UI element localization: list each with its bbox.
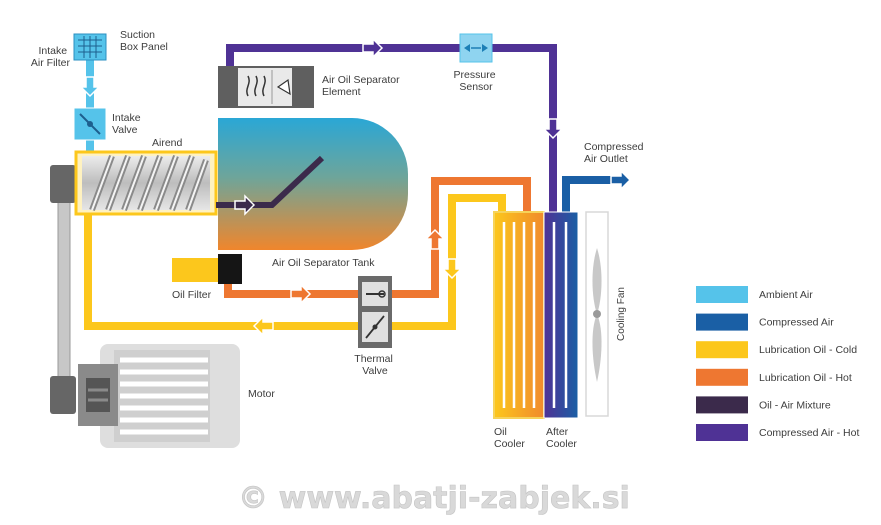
label-airend: Airend (152, 137, 183, 149)
flow-arrow-intake (79, 76, 101, 98)
intake-valve-icon (73, 107, 107, 141)
label-air-oil-separator-element: Air Oil Separator Element (322, 74, 403, 98)
legend-label: Compressed Air (759, 317, 834, 329)
air-oil-separator-element-icon (218, 66, 314, 108)
legend-swatch (696, 341, 748, 359)
label-oil-filter: Oil Filter (172, 289, 212, 301)
legend-swatch (696, 313, 748, 331)
legend-item: Lubrication Oil - Cold (696, 341, 857, 359)
flow-arrow-hot-oil (290, 283, 312, 305)
thermal-valve-icon (358, 276, 392, 348)
legend-label: Compressed Air - Hot (759, 427, 859, 439)
pipe-compressed-air (562, 176, 612, 215)
flow-arrow-cold-oil-left (252, 315, 274, 337)
airend-icon (74, 150, 218, 216)
motor-icon (78, 344, 240, 448)
label-motor: Motor (248, 388, 275, 400)
pressure-sensor-icon (459, 33, 493, 63)
watermark: © www.abatji-zabjek.si (238, 481, 630, 516)
lower-pulley (50, 376, 76, 414)
after-cooler-icon (543, 211, 579, 419)
legend-item: Ambient Air (696, 286, 813, 303)
flow-arrow-cold-oil-down (441, 258, 463, 280)
legend-item: Lubrication Oil - Hot (696, 368, 852, 386)
label-pressure-sensor: Pressure Sensor (454, 69, 499, 93)
legend-item: Compressed Air (696, 313, 834, 331)
legend-swatch (696, 368, 748, 386)
flow-arrow-outlet (610, 169, 632, 191)
label-intake-air-filter: Intake Air Filter (31, 45, 71, 69)
flow-arrow-down-right (542, 118, 564, 140)
label-air-oil-separator-tank: Air Oil Separator Tank (272, 257, 375, 269)
label-suction-box-panel: Suction Box Panel (120, 29, 168, 53)
label-thermal-valve: Thermal Valve (354, 353, 395, 377)
legend-item: Oil - Air Mixture (696, 396, 831, 414)
upper-pulley (50, 165, 76, 203)
label-intake-valve: Intake Valve (112, 112, 144, 136)
label-oil-cooler: Oil Cooler (494, 426, 525, 450)
legend-swatch (696, 424, 748, 441)
flow-arrow-top (362, 37, 384, 59)
air-oil-separator-tank (218, 118, 408, 250)
intake-air-filter-icon (73, 33, 107, 61)
oil-cooler-icon (493, 211, 545, 419)
legend-label: Lubrication Oil - Hot (759, 372, 852, 384)
flow-arrow-mixture-top (234, 194, 256, 216)
drive-belt (57, 177, 71, 409)
label-compressed-air-outlet: Compressed Air Outlet (584, 141, 646, 165)
flow-arrow-hot-oil-up (424, 228, 446, 250)
oil-filter-icon (172, 254, 242, 284)
legend-swatch (696, 286, 748, 303)
cooling-fan-icon (585, 211, 609, 417)
legend-item: Compressed Air - Hot (696, 424, 859, 441)
legend-label: Oil - Air Mixture (759, 399, 831, 411)
legend-swatch (696, 396, 748, 414)
legend-label: Lubrication Oil - Cold (759, 344, 857, 356)
label-cooling-fan: Cooling Fan (616, 287, 627, 341)
label-after-cooler: After Cooler (546, 426, 577, 450)
legend-label: Ambient Air (759, 289, 813, 301)
